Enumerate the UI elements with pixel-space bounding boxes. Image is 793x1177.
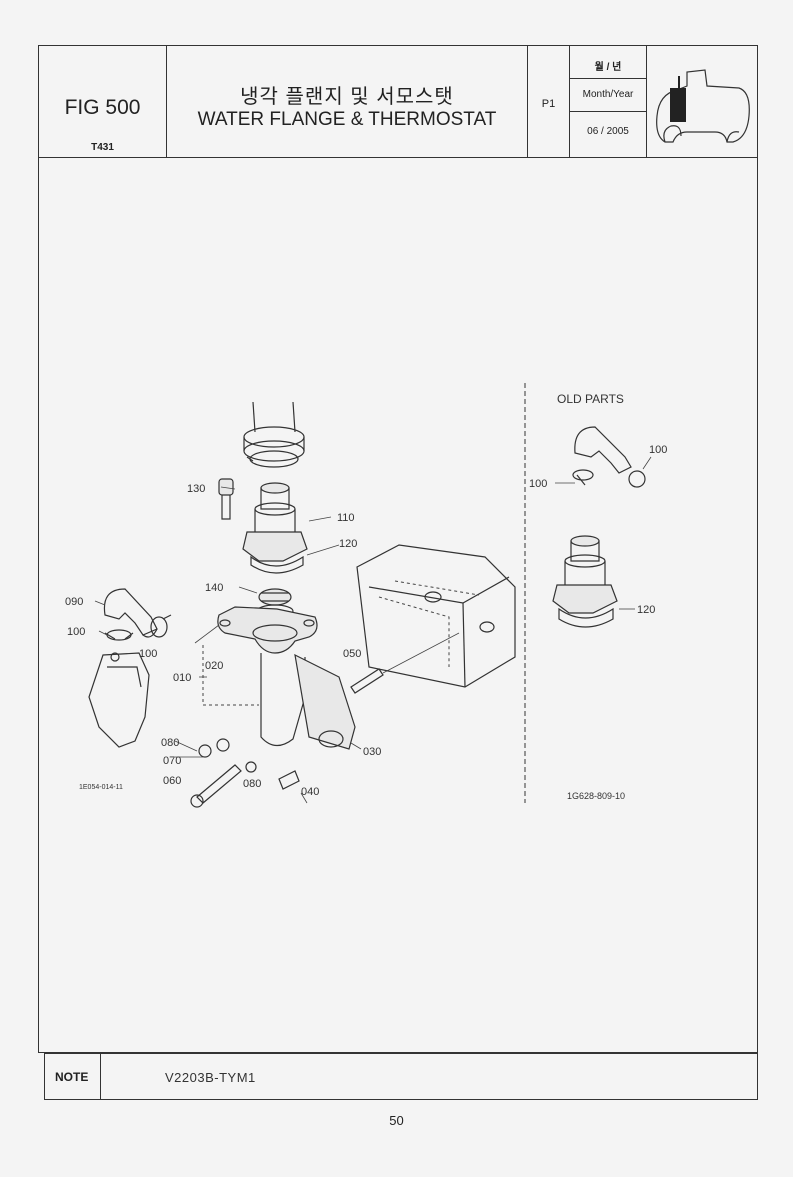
tractor-engine-location-icon <box>647 46 757 157</box>
old-parts-title: OLD PARTS <box>557 392 624 406</box>
callout-100-b: 100 <box>139 648 157 660</box>
upper-hose-clamp <box>243 401 305 468</box>
callout-020: 020 <box>205 660 223 672</box>
header-table: FIG 500 T431 냉각 플랜지 및 서모스탯 WATER FLANGE … <box>38 45 758 158</box>
callout-100-a: 100 <box>67 626 85 638</box>
title-cell: 냉각 플랜지 및 서모스탯 WATER FLANGE & THERMOSTAT <box>167 46 528 157</box>
bypass-hose-090 <box>103 588 172 641</box>
callout-060: 060 <box>163 775 181 787</box>
old-callout-100-a: 100 <box>649 444 667 456</box>
date-cell: 월 / 년 Month/Year 06 / 2005 <box>570 46 647 157</box>
page-number: 50 <box>389 1113 404 1128</box>
callout-030: 030 <box>363 746 381 758</box>
page-cell: P1 <box>528 46 570 157</box>
fig-code: T431 <box>91 142 114 153</box>
diagram-ref-right: 1G628-809-10 <box>567 791 625 801</box>
callout-130: 130 <box>187 483 205 495</box>
page-code: P1 <box>541 98 556 110</box>
callout-040: 040 <box>301 786 319 798</box>
old-callout-120: 120 <box>637 604 655 616</box>
fig-label: FIG 500 <box>64 96 141 119</box>
callout-120: 120 <box>339 538 357 550</box>
diagram-frame: 130 110 120 140 090 100 100 010 020 050 … <box>38 157 758 1053</box>
thermostat-housing-010 <box>217 606 356 750</box>
old-water-flange <box>552 535 618 628</box>
thermostat-140 <box>256 588 294 618</box>
bracket-assembly <box>88 652 150 748</box>
title-english: WATER FLANGE & THERMOSTAT <box>197 109 497 130</box>
note-text: V2203B-TYM1 <box>165 1070 256 1085</box>
old-hose <box>572 426 646 488</box>
callout-050: 050 <box>343 648 361 660</box>
exploded-parts-diagram: 130 110 120 140 090 100 100 010 020 050 … <box>65 383 667 808</box>
water-flange-110 <box>242 482 308 574</box>
callout-leaders <box>94 486 362 804</box>
note-row: NOTE V2203B-TYM1 <box>44 1053 758 1100</box>
callout-110: 110 <box>337 512 355 524</box>
stud-bolt-050 <box>350 632 460 694</box>
callout-140: 140 <box>205 582 223 594</box>
fig-cell: FIG 500 T431 <box>39 46 167 157</box>
date-header-english: Month/Year <box>570 79 646 112</box>
diagram-ref-left: 1E054-014-11 <box>79 784 123 791</box>
callout-080-a: 080 <box>161 737 179 749</box>
callout-010: 010 <box>173 672 191 684</box>
callout-090: 090 <box>65 596 83 608</box>
callout-080-b: 080 <box>243 778 261 790</box>
lower-bolts <box>190 738 300 808</box>
note-label: NOTE <box>45 1054 101 1099</box>
date-header-korean: 월 / 년 <box>570 46 646 79</box>
bolt-130 <box>218 478 234 520</box>
old-callout-100-b: 100 <box>529 478 547 490</box>
callout-070: 070 <box>163 755 181 767</box>
cylinder-head-block <box>356 544 516 688</box>
date-value: 06 / 2005 <box>587 126 629 137</box>
title-korean: 냉각 플랜지 및 서모스탯 <box>240 86 454 108</box>
